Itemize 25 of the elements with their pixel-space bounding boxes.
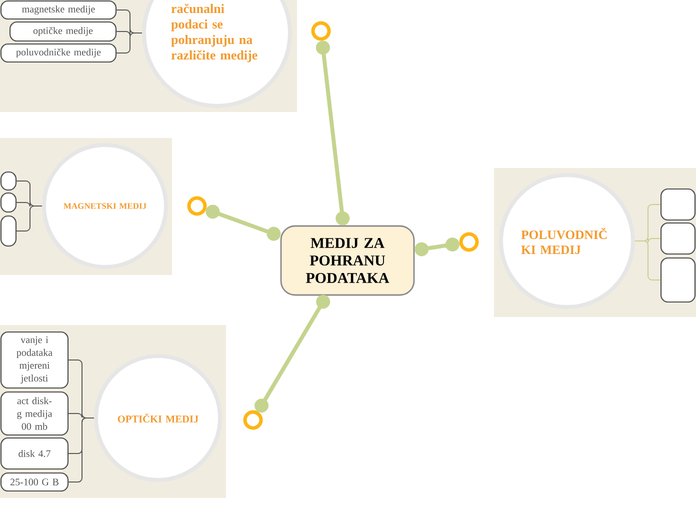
subtopic-box: magnetske medije bbox=[0, 0, 117, 20]
connector-line bbox=[206, 204, 281, 241]
bracket-line bbox=[16, 206, 42, 232]
subtopic-box bbox=[660, 222, 696, 255]
subtopic-box: vanje i podataka mjereni jetlosti bbox=[0, 331, 69, 389]
ring-marker bbox=[243, 410, 263, 430]
subtopic-box: poluvodničke medije bbox=[0, 43, 117, 63]
subtopic-box bbox=[660, 188, 696, 221]
subtopic-box bbox=[0, 171, 17, 191]
subtopic-box bbox=[0, 192, 17, 213]
connector-line bbox=[316, 40, 350, 226]
ring-marker bbox=[311, 21, 331, 41]
subtopic-box: optičke medije bbox=[9, 21, 117, 42]
subtopic-box bbox=[0, 215, 17, 247]
central-topic-box: MEDIJ ZA POHRANU PODATAKA bbox=[280, 225, 415, 296]
connector-line bbox=[254, 294, 330, 413]
ring-marker bbox=[459, 232, 479, 252]
subtopic-box: 25-100 G B bbox=[0, 472, 69, 492]
subtopic-box: act disk- g medija 00 mb bbox=[0, 391, 69, 436]
subtopic-box: disk 4.7 bbox=[0, 437, 69, 470]
ring-marker bbox=[187, 196, 207, 216]
bracket-line bbox=[68, 418, 94, 482]
bracket-line bbox=[116, 32, 142, 54]
subtopic-box bbox=[660, 257, 696, 303]
connector-line bbox=[414, 238, 460, 256]
